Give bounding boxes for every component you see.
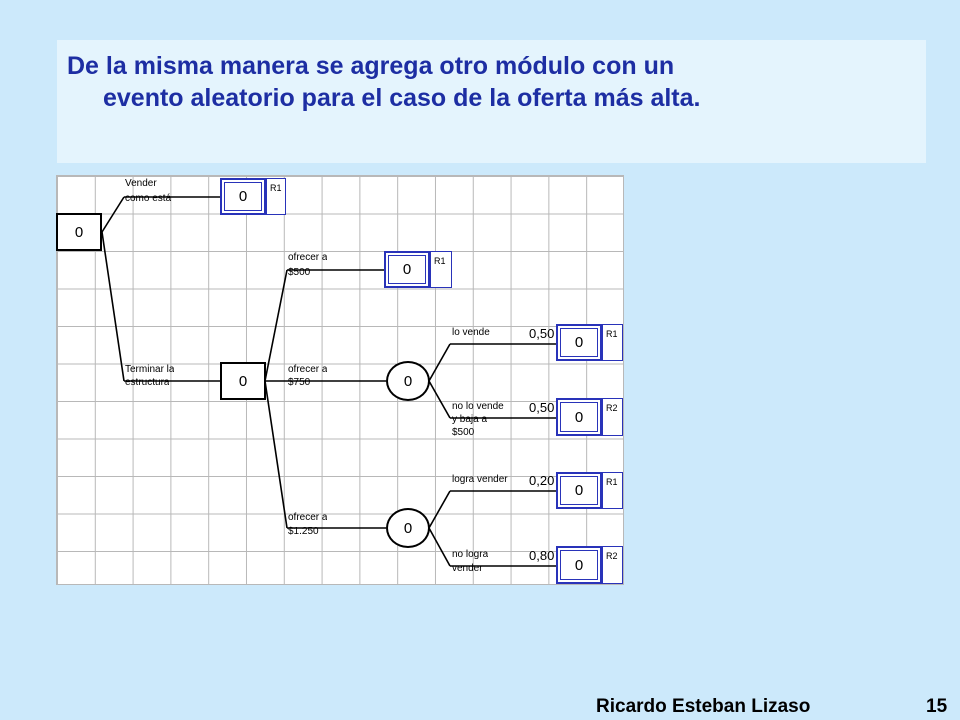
decision-node-root: 0 xyxy=(56,213,102,251)
author-name: Ricardo Esteban Lizaso xyxy=(596,696,811,717)
result-tag-nologra: R2 xyxy=(602,546,623,584)
branch-label-500-1: ofrecer a xyxy=(288,252,328,263)
decision-node-terminar: 0 xyxy=(220,362,266,400)
result-tag-vender: R1 xyxy=(266,178,286,215)
branch-c1250-nologra xyxy=(428,527,451,567)
branch-label-1250-1: ofrecer a xyxy=(288,512,328,523)
chance-node-1250: 0 xyxy=(386,508,430,548)
terminal-node-vender: 0 xyxy=(220,178,266,215)
result-tag-vende: R1 xyxy=(602,324,623,361)
terminal-node-logra: 0 xyxy=(556,472,602,509)
branch-label-vender-2: como está xyxy=(125,193,172,204)
branch-root-terminar xyxy=(101,231,125,382)
branch-label-terminar-2: estructura xyxy=(125,377,170,388)
branch-c750-vende xyxy=(428,343,451,382)
probability-novende: 0,50 xyxy=(529,400,555,415)
branch-label-nologra-1: no logra xyxy=(452,549,489,560)
branch-label-1250-2: $1.250 xyxy=(288,526,319,537)
branch-label-750-2: $750 xyxy=(288,377,311,388)
branch-label-novende-1: no lo vende xyxy=(452,401,504,412)
probability-nologra: 0,80 xyxy=(529,548,555,563)
spreadsheet-grid xyxy=(56,175,624,585)
branch-label-terminar-1: Terminar la xyxy=(125,364,175,375)
branch-label-novende-2: y baja a xyxy=(452,414,488,425)
probability-logra: 0,20 xyxy=(529,473,555,488)
probability-vende: 0,50 xyxy=(529,326,555,341)
slide-title-line-2: evento aleatorio para el caso de la ofer… xyxy=(103,84,701,112)
branch-root-vender xyxy=(101,196,125,233)
terminal-node-500: 0 xyxy=(384,251,430,288)
branch-label-nologra-2: vender xyxy=(452,563,483,574)
terminal-node-vende: 0 xyxy=(556,324,602,361)
branch-label-vende: lo vende xyxy=(452,327,490,338)
page-number: 15 xyxy=(926,696,948,717)
branch-c1250-logra xyxy=(428,490,451,529)
branch-label-vender-1: Vender xyxy=(125,178,157,189)
slide-title-box: De la misma manera se agrega otro módulo… xyxy=(57,40,926,163)
branch-label-750-1: ofrecer a xyxy=(288,364,328,375)
result-tag-500: R1 xyxy=(430,251,452,288)
branch-d2-1250 xyxy=(264,380,288,529)
chance-node-750: 0 xyxy=(386,361,430,401)
result-tag-novende: R2 xyxy=(602,398,623,436)
terminal-node-nologra: 0 xyxy=(556,546,602,584)
branch-label-500-2: $500 xyxy=(288,267,311,278)
branch-d2-500 xyxy=(264,269,288,382)
terminal-node-novende: 0 xyxy=(556,398,602,436)
result-tag-logra: R1 xyxy=(602,472,623,509)
slide-title-line-1: De la misma manera se agrega otro módulo… xyxy=(67,52,675,80)
branch-c750-novende xyxy=(428,380,451,419)
branch-label-novende-3: $500 xyxy=(452,427,475,436)
branch-label-logra: logra vender xyxy=(452,474,508,485)
